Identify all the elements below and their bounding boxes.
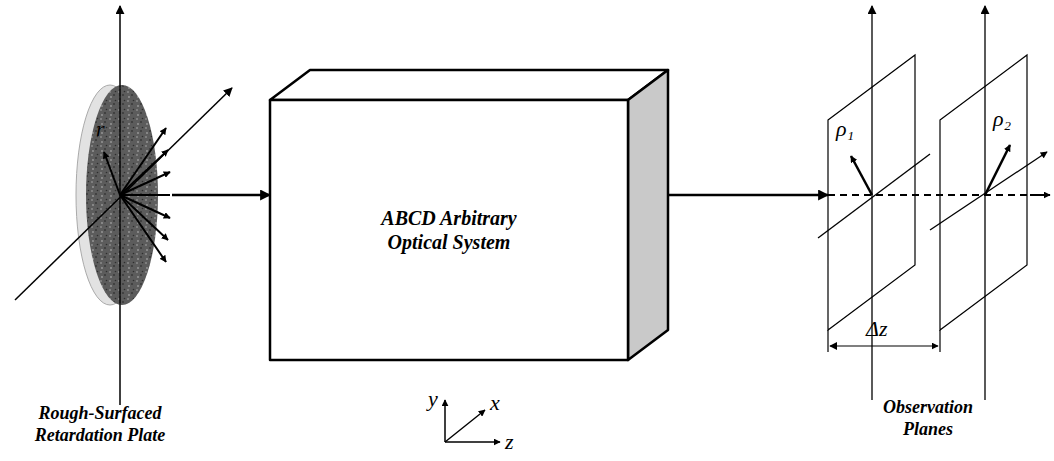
- text-holder: Observation Planes: [853, 397, 1003, 440]
- observation-plane: [828, 55, 1027, 330]
- text-holder: Rough-Surfaced Retardation Plate: [5, 403, 195, 446]
- plate-axes: [15, 6, 232, 405]
- beam-arrow: [172, 194, 270, 197]
- axis-label: x: [490, 392, 500, 414]
- dimension-label: Δz: [866, 318, 887, 340]
- plane-axes: [818, 6, 1050, 400]
- vector-label: ρ₂: [993, 108, 1011, 130]
- optical-system-box: ABCD Arbitrary Optical System: [270, 70, 668, 360]
- observation-planes-node: Observation Planes: [828, 45, 1028, 335]
- node-label: Observation Planes: [863, 397, 993, 440]
- text-holder: ABCD Arbitrary Optical System: [270, 100, 628, 360]
- retardation-plate-node: Rough-Surfaced Retardation Plate: [80, 85, 172, 305]
- scattered-rays: [120, 128, 170, 262]
- node-label: Rough-Surfaced Retardation Plate: [5, 403, 195, 446]
- beam-arrow: [668, 194, 828, 197]
- node-label: ABCD Arbitrary Optical System: [354, 206, 544, 254]
- box-face: [628, 70, 668, 360]
- box-face: [270, 70, 668, 100]
- vector-label: ρ₁: [836, 118, 854, 140]
- axis-label: z: [505, 431, 514, 453]
- axis-label: y: [428, 388, 438, 410]
- vector-label: r: [96, 118, 105, 140]
- box-face: [270, 100, 628, 360]
